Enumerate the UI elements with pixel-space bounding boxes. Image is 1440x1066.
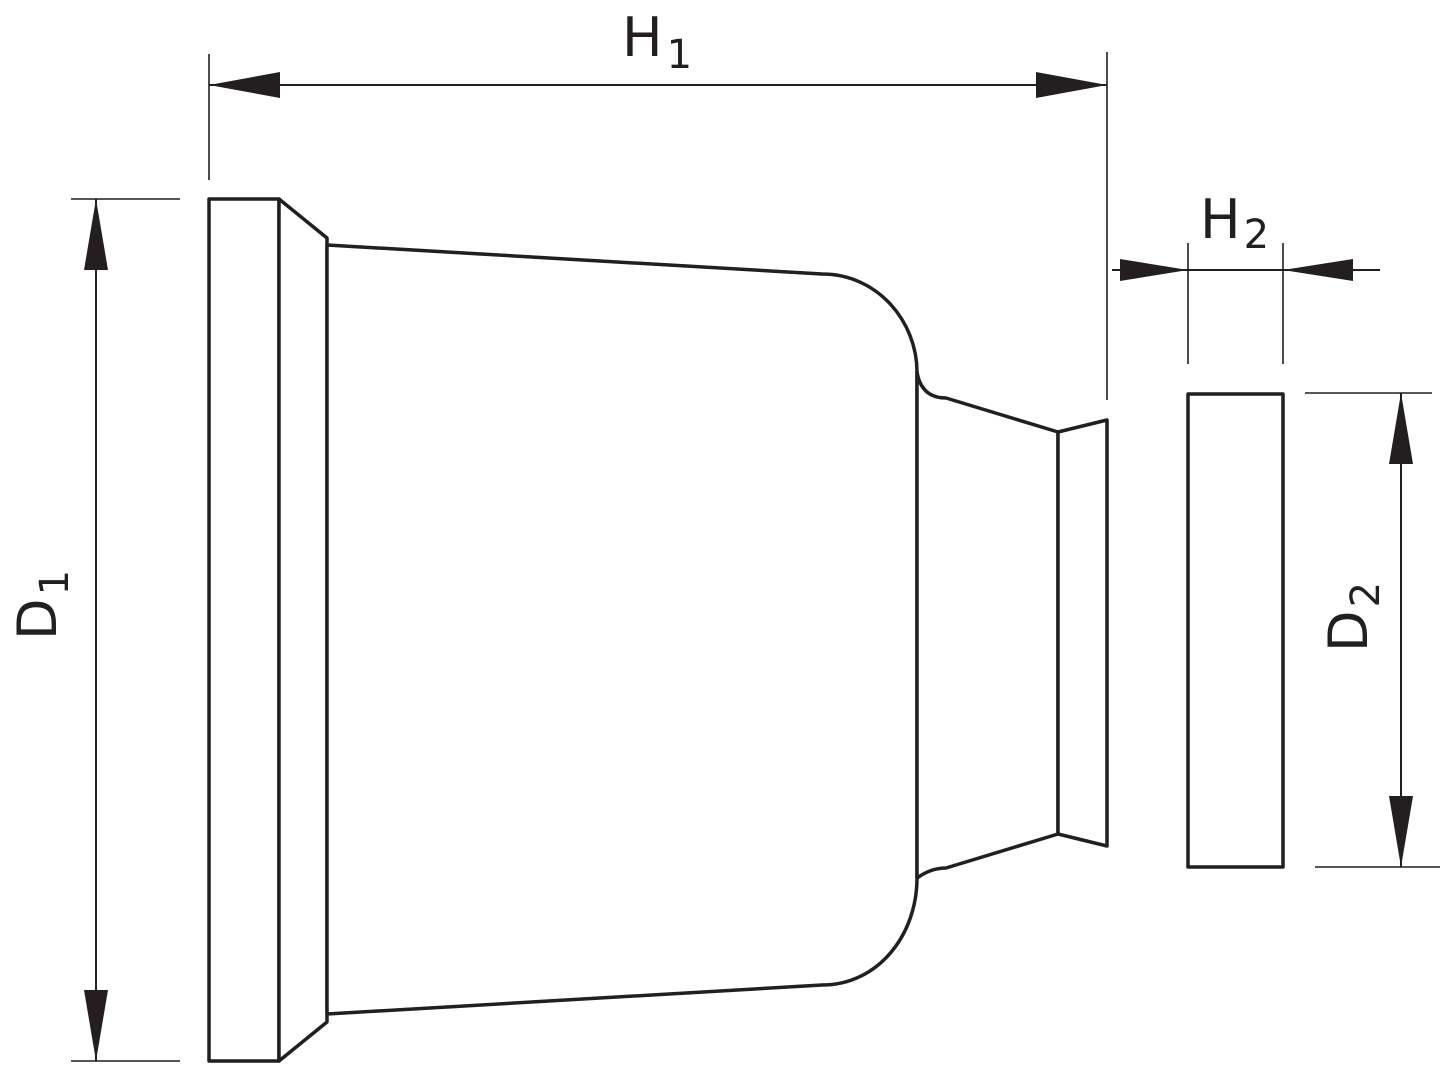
label-d2: D2 <box>1317 582 1389 652</box>
d2-arrow-top <box>1389 393 1413 464</box>
dimension-d2 <box>1305 392 1440 868</box>
dimension-d1 <box>71 198 180 1062</box>
small-spigot <box>1056 418 1109 848</box>
d1-arrow-bottom <box>84 990 108 1061</box>
dimension-h2 <box>1112 243 1380 364</box>
dimension-h1 <box>208 52 1108 400</box>
h2-arrow-left <box>1120 259 1188 281</box>
h2-arrow-right <box>1283 259 1353 281</box>
reducer-fitting <box>207 197 1109 1063</box>
reducer-cone <box>915 370 1060 880</box>
d2-arrow-bottom <box>1389 796 1413 867</box>
h1-arrow-left <box>209 72 280 98</box>
label-h2: H2 <box>1200 188 1269 258</box>
d1-arrow-top <box>84 199 108 270</box>
label-d1: D1 <box>6 570 78 640</box>
h1-arrow-right <box>1036 72 1107 98</box>
large-flange <box>207 197 281 1063</box>
flange-bevel <box>277 197 329 1063</box>
sealing-ring <box>1186 392 1285 869</box>
tapered-body <box>325 243 919 1016</box>
